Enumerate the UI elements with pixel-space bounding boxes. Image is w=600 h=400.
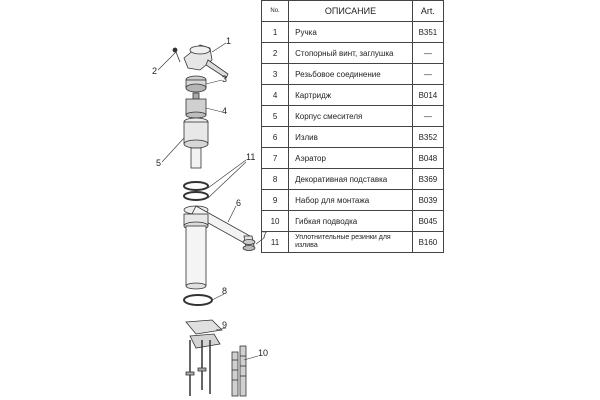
table-row: 4 Картридж B014	[260, 84, 445, 106]
callout-3: 3	[222, 74, 227, 84]
row-art: B014	[411, 84, 445, 106]
callout-6: 6	[236, 198, 241, 208]
row-description: Гибкая подводка	[288, 210, 413, 232]
row-description: Аэратор	[288, 147, 413, 169]
callout-4: 4	[222, 106, 227, 116]
table-row: 11 Уплотнительные резинки для излива B16…	[260, 231, 445, 253]
row-art: B039	[411, 189, 445, 211]
part-10-flexible-hoses	[231, 345, 247, 397]
row-art: —	[411, 42, 445, 64]
row-description: Декоративная подставка	[288, 168, 413, 190]
part-5-mixer-body	[183, 117, 209, 169]
row-art: B160	[411, 231, 445, 253]
row-no: 3	[260, 63, 290, 85]
part-3-threaded-connection	[185, 75, 207, 93]
row-no: 9	[260, 189, 290, 211]
row-no: 11	[260, 231, 290, 253]
row-art: B351	[411, 21, 445, 43]
callout-1: 1	[226, 36, 231, 46]
row-description: Ручка	[288, 21, 413, 43]
table-row: 7 Аэратор B048	[260, 147, 445, 169]
row-no: 1	[260, 21, 290, 43]
row-no: 2	[260, 42, 290, 64]
callout-10: 10	[258, 348, 268, 358]
table-row: 8 Декоративная подставка B369	[260, 168, 445, 190]
table-row: 1 Ручка B351	[260, 21, 445, 43]
row-description: Излив	[288, 126, 413, 148]
callout-9: 9	[222, 320, 227, 330]
row-description: Уплотнительные резинки для излива	[288, 231, 413, 253]
row-art: B048	[411, 147, 445, 169]
row-no: 6	[260, 126, 290, 148]
callout-11: 11	[246, 152, 255, 162]
part-11-o-rings	[183, 181, 209, 201]
row-description: Картридж	[288, 84, 413, 106]
table-row: 6 Излив B352	[260, 126, 445, 148]
row-art: B352	[411, 126, 445, 148]
parts-table: No. ОПИСАНИЕ Art. 1 Ручка B351 2 Стопорн…	[260, 0, 445, 253]
part-7-aerator	[242, 239, 256, 251]
row-art: —	[411, 63, 445, 85]
part-2-screw	[172, 47, 181, 63]
part-9-mounting-kit	[185, 319, 223, 396]
callout-2: 2	[152, 66, 157, 76]
row-art: B369	[411, 168, 445, 190]
row-art: —	[411, 105, 445, 127]
row-no: 10	[260, 210, 290, 232]
callout-5: 5	[156, 158, 161, 168]
part-8-decorative-base	[183, 294, 213, 306]
part-1-handle	[183, 44, 229, 79]
row-description: Корпус смесителя	[288, 105, 413, 127]
header-art: Art.	[411, 0, 445, 22]
row-no: 7	[260, 147, 290, 169]
header-description: ОПИСАНИЕ	[288, 0, 413, 22]
row-no: 4	[260, 84, 290, 106]
table-row: 10 Гибкая подводка B045	[260, 210, 445, 232]
row-no: 5	[260, 105, 290, 127]
parts-table-header: No. ОПИСАНИЕ Art.	[260, 0, 445, 22]
row-description: Резьбовое соединение	[288, 63, 413, 85]
part-5-body-tube	[183, 213, 209, 290]
header-no: No.	[260, 0, 290, 22]
callout-8: 8	[222, 286, 227, 296]
row-description: Стопорный винт, заглушка	[288, 42, 413, 64]
row-no: 8	[260, 168, 290, 190]
row-description: Набор для монтажа	[288, 189, 413, 211]
table-row: 3 Резьбовое соединение —	[260, 63, 445, 85]
table-row: 9 Набор для монтажа B039	[260, 189, 445, 211]
table-row: 2 Стопорный винт, заглушка —	[260, 42, 445, 64]
part-4-cartridge	[185, 92, 207, 119]
callout-numbers: 1 2 3 4 5 6 7 8 9 10 11	[152, 36, 268, 358]
table-row: 5 Корпус смесителя —	[260, 105, 445, 127]
leader-lines	[157, 42, 265, 361]
row-art: B045	[411, 210, 445, 232]
